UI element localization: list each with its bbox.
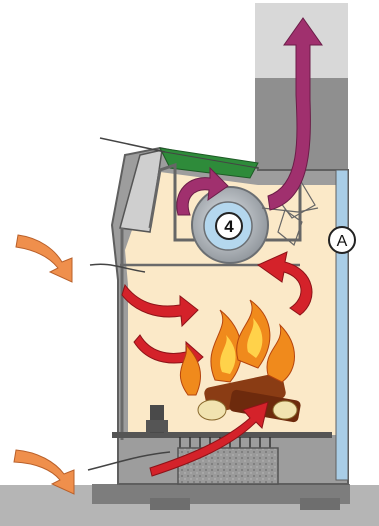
- fan-label: 4: [224, 217, 234, 236]
- side-glass-panel: [336, 170, 348, 480]
- side-label: A: [337, 233, 348, 250]
- intake-arrow-upper: [16, 235, 72, 282]
